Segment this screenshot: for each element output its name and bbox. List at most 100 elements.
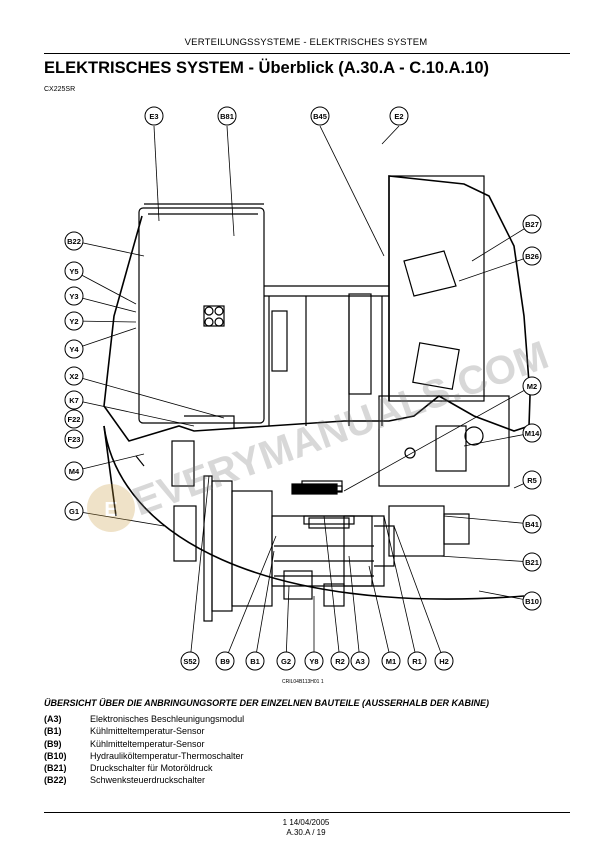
item-code: (B1) — [44, 726, 62, 737]
item-desc: Druckschalter für Motoröldruck — [90, 763, 213, 774]
overview-list: (A3) Elektronisches Beschleunigungsmodul… — [44, 713, 244, 787]
machine-outline — [103, 175, 531, 600]
doc-code: CX225SR — [44, 86, 76, 93]
callout-m2: M2 — [522, 376, 542, 396]
frame-structures — [138, 175, 485, 428]
svg-text:G1: G1 — [69, 507, 79, 516]
component-diagram: E EVERYMANUALS.COM E3 B81 B45 E2 B27 B26… — [64, 106, 554, 671]
callout-r1: R1 — [407, 651, 427, 671]
svg-text:Y3: Y3 — [69, 292, 78, 301]
item-code: (B10) — [44, 750, 67, 761]
svg-text:Y2: Y2 — [69, 317, 78, 326]
list-item: (B21) Druckschalter für Motoröldruck — [44, 762, 244, 774]
item-desc: Kühlmitteltemperatur-Sensor — [90, 738, 205, 749]
svg-text:F23: F23 — [68, 435, 81, 444]
callout-b41: B41 — [522, 514, 542, 534]
callout-a3: A3 — [350, 651, 370, 671]
svg-text:B1: B1 — [250, 657, 260, 666]
list-item: (B1) Kühlmitteltemperatur-Sensor — [44, 725, 244, 737]
callout-b9: B9 — [215, 651, 235, 671]
svg-text:B10: B10 — [525, 597, 539, 606]
svg-text:S52: S52 — [183, 657, 196, 666]
svg-text:M2: M2 — [527, 382, 537, 391]
callout-y4: Y4 — [64, 339, 84, 359]
svg-text:M4: M4 — [69, 467, 80, 476]
callout-y8: Y8 — [304, 651, 324, 671]
callout-y3: Y3 — [64, 286, 84, 306]
svg-text:Y4: Y4 — [69, 345, 79, 354]
svg-text:B21: B21 — [525, 558, 539, 567]
item-code: (A3) — [44, 714, 62, 724]
leader-lines — [73, 125, 533, 662]
item-code: (B21) — [44, 763, 67, 774]
item-desc: Kühlmitteltemperatur-Sensor — [90, 726, 205, 737]
engine-block — [135, 250, 510, 622]
callout-k7: K7 — [64, 390, 84, 410]
svg-text:M1: M1 — [386, 657, 396, 666]
svg-text:B41: B41 — [525, 520, 539, 529]
callout-h2: H2 — [434, 651, 454, 671]
list-item: (A3) Elektronisches Beschleunigungsmodul — [44, 713, 244, 725]
item-code: (B22) — [44, 775, 67, 786]
svg-text:F22: F22 — [68, 415, 81, 424]
callout-b22: B22 — [64, 231, 84, 251]
svg-text:B26: B26 — [525, 252, 539, 261]
callout-x2: X2 — [64, 366, 84, 386]
callout-b10: B10 — [522, 591, 542, 611]
svg-text:G2: G2 — [281, 657, 291, 666]
svg-text:B22: B22 — [67, 237, 81, 246]
svg-text:E2: E2 — [394, 112, 403, 121]
item-code: (B9) — [44, 738, 62, 749]
callout-e2: E2 — [389, 106, 409, 126]
svg-text:E3: E3 — [149, 112, 158, 121]
svg-text:M14: M14 — [525, 429, 540, 438]
callout-b26: B26 — [522, 246, 542, 266]
callout-m1: M1 — [381, 651, 401, 671]
svg-text:B81: B81 — [220, 112, 234, 121]
svg-text:R1: R1 — [412, 657, 422, 666]
svg-text:Y8: Y8 — [309, 657, 318, 666]
callout-y5: Y5 — [64, 261, 84, 281]
item-desc: Schwenksteuerdruckschalter — [90, 775, 206, 786]
list-item: (B22) Schwenksteuerdruckschalter — [44, 774, 244, 786]
footer-date: 1 14/04/2005 — [282, 818, 330, 827]
callout-r5: R5 — [522, 470, 542, 490]
callout-r2: R2 — [330, 651, 350, 671]
overview-heading: ÜBERSICHT ÜBER DIE ANBRINGUNGSORTE DER E… — [44, 698, 490, 708]
callout-f23: F23 — [64, 429, 84, 449]
svg-text:X2: X2 — [69, 372, 78, 381]
footer-rule — [44, 812, 570, 813]
svg-text:H2: H2 — [439, 657, 449, 666]
watermark-text: EVERYMANUALS.COM — [127, 333, 554, 524]
svg-text:R2: R2 — [335, 657, 345, 666]
section-header: VERTEILUNGSSYSTEME - ELEKTRISCHES SYSTEM — [184, 37, 428, 48]
callout-f22: F22 — [64, 409, 84, 429]
list-item: (B9) Kühlmitteltemperatur-Sensor — [44, 738, 244, 750]
callout-g1: G1 — [64, 501, 84, 521]
item-desc: Hydrauliköltemperatur-Thermoschalter — [90, 750, 244, 761]
page-title: ELEKTRISCHES SYSTEM - Überblick (A.30.A … — [44, 59, 489, 77]
figure-code: CRIL04B113H01 1 — [282, 679, 324, 685]
callout-g2: G2 — [276, 651, 296, 671]
svg-text:K7: K7 — [69, 396, 79, 405]
callout-m4: M4 — [64, 461, 84, 481]
svg-text:E: E — [104, 499, 117, 521]
callout-b21: B21 — [522, 552, 542, 572]
callout-m14: M14 — [522, 423, 542, 443]
callout-b81: B81 — [217, 106, 237, 126]
svg-text:A3: A3 — [355, 657, 365, 666]
svg-text:Y5: Y5 — [69, 267, 78, 276]
list-item: (B10) Hydrauliköltemperatur-Thermoschalt… — [44, 750, 244, 762]
callout-b45: B45 — [310, 106, 330, 126]
callout-b1: B1 — [245, 651, 265, 671]
page-number: A.30.A / 19 — [286, 828, 326, 837]
svg-text:B9: B9 — [220, 657, 230, 666]
page-footer: 1 14/04/2005 A.30.A / 19 — [0, 818, 612, 838]
svg-text:B27: B27 — [525, 220, 539, 229]
callout-y2: Y2 — [64, 311, 84, 331]
svg-text:B45: B45 — [313, 112, 327, 121]
callout-s52: S52 — [180, 651, 200, 671]
callout-e3: E3 — [144, 106, 164, 126]
callouts: E3 B81 B45 E2 B27 B26 B22 Y5 Y3 Y2 Y4 X2… — [64, 106, 542, 671]
callout-b27: B27 — [522, 214, 542, 234]
